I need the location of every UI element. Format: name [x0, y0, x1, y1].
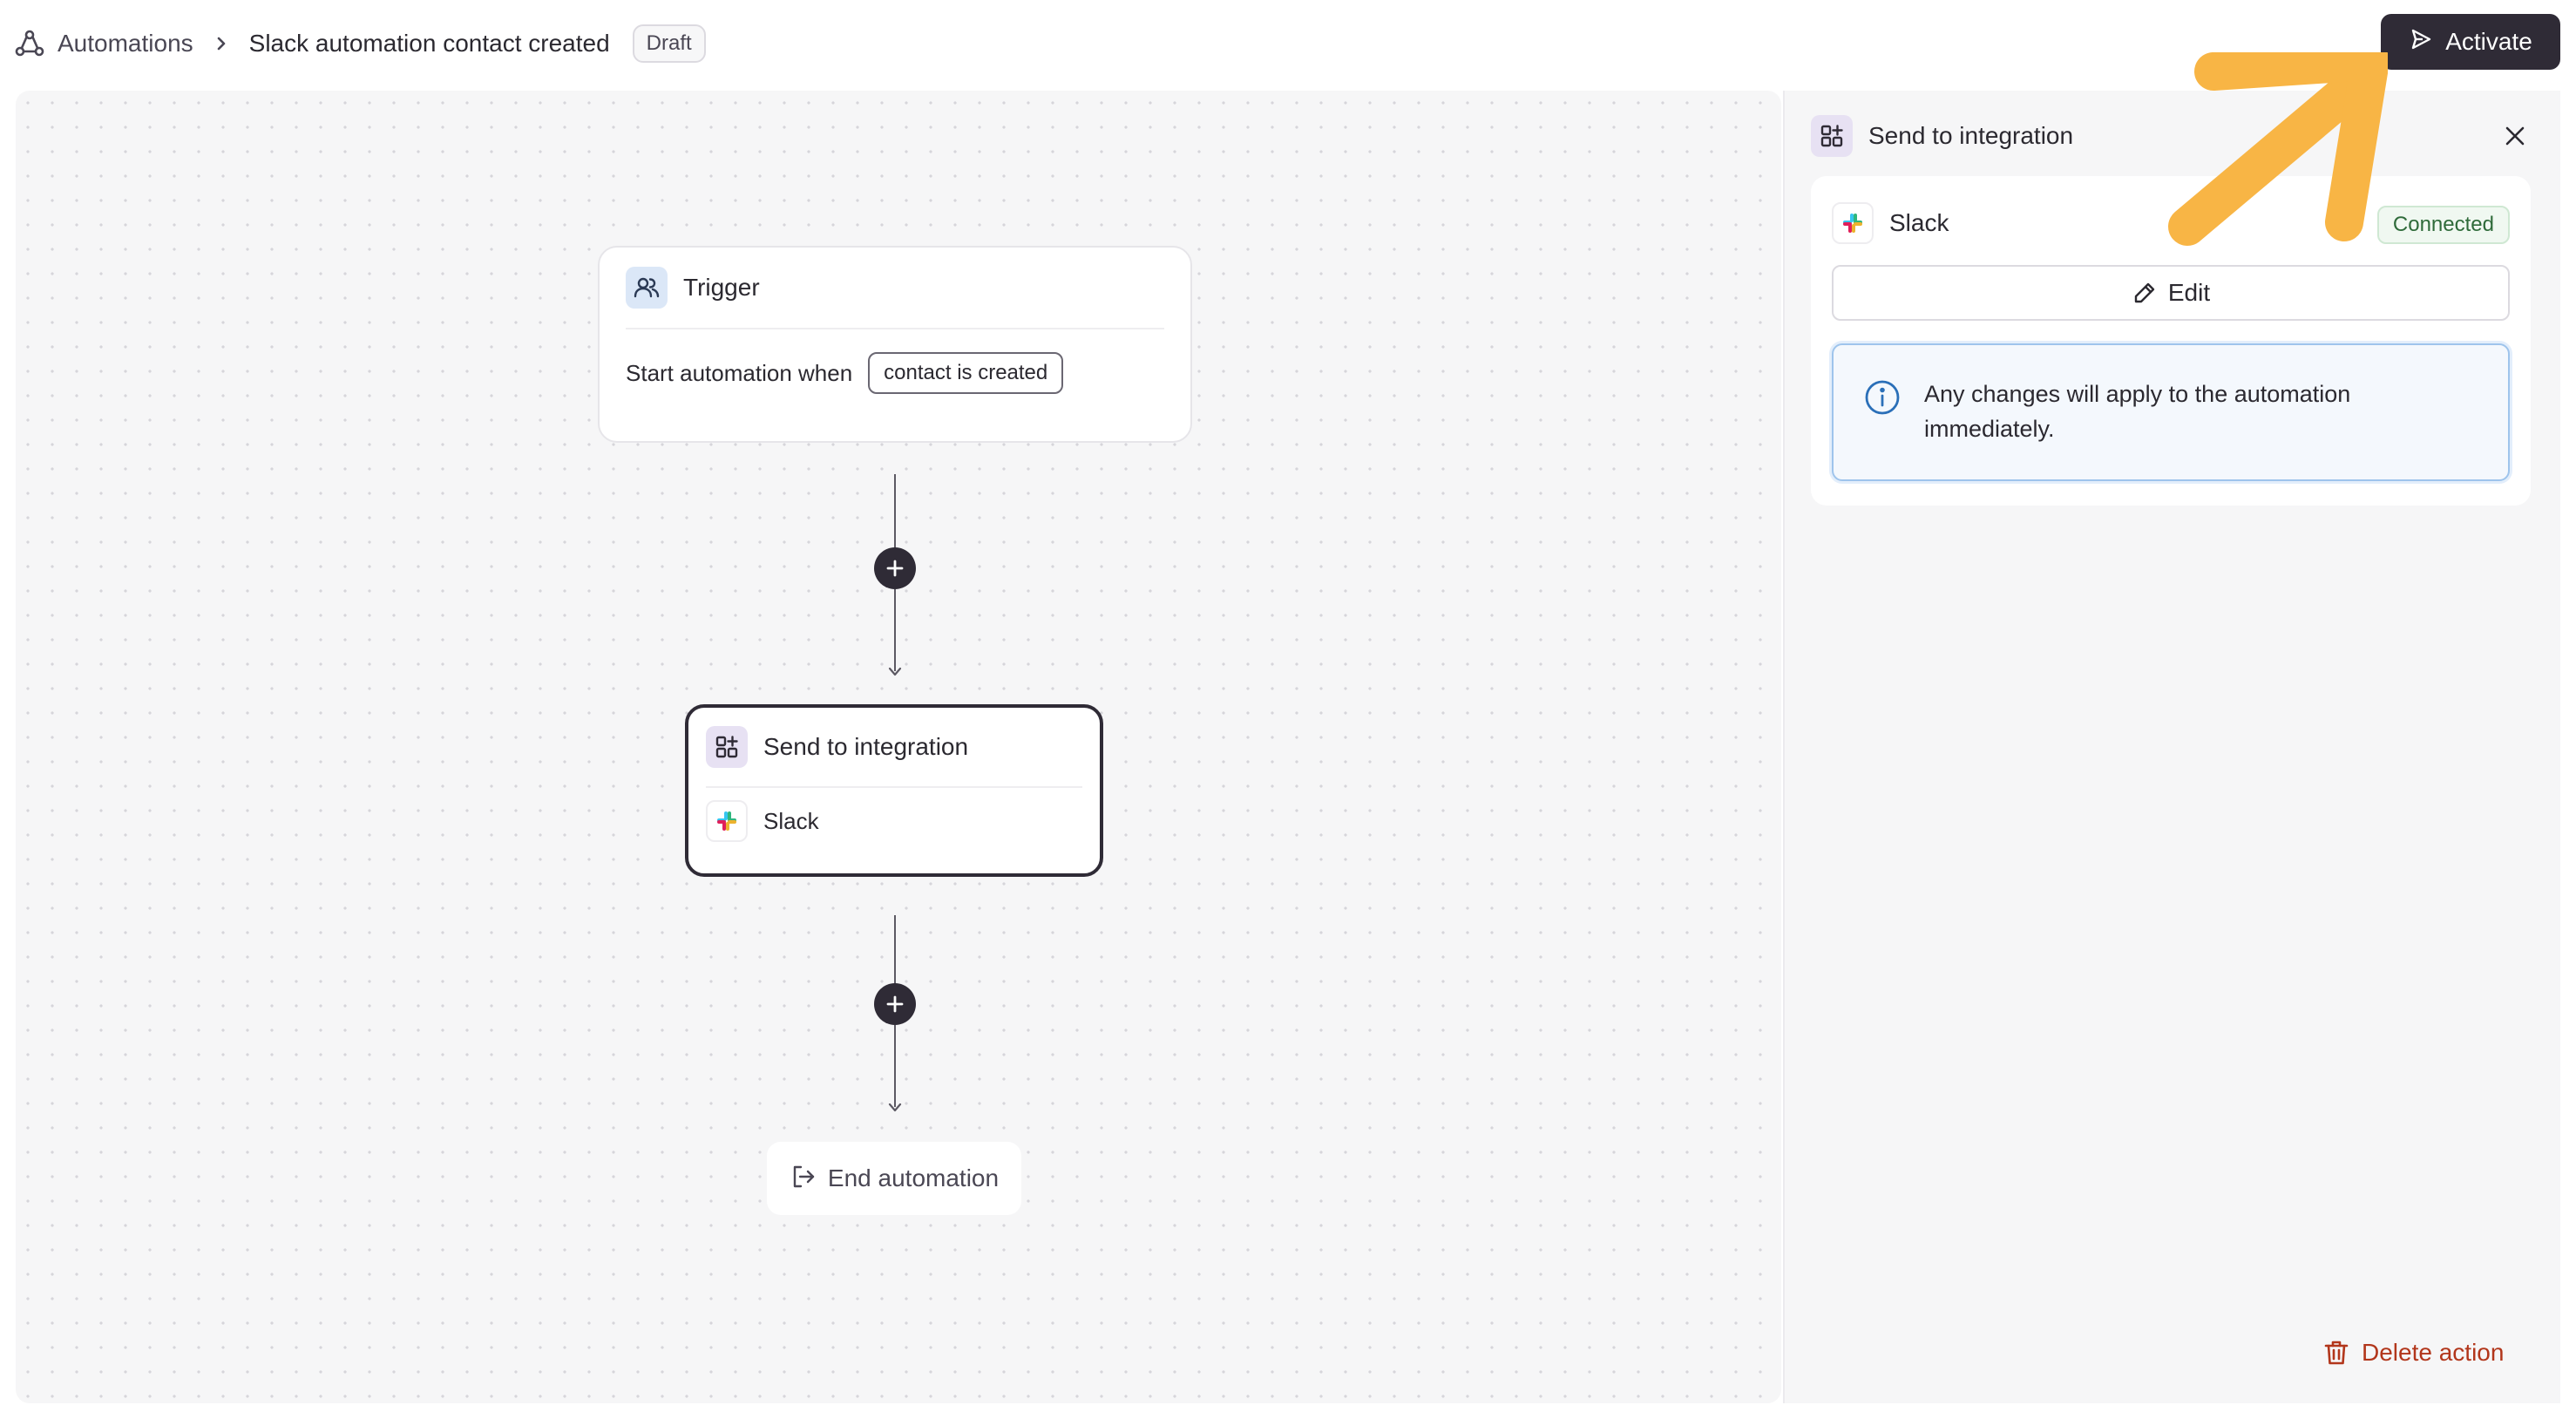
pencil-icon [2134, 282, 2155, 303]
page-title: Slack automation contact created [248, 30, 610, 57]
close-panel-button[interactable] [2496, 117, 2534, 155]
breadcrumb: Automations Slack automation contact cre… [14, 24, 706, 63]
add-step-button[interactable] [874, 983, 916, 1025]
trigger-condition: Start automation when contact is created [626, 352, 1164, 394]
delete-action-label: Delete action [2362, 1339, 2505, 1366]
automation-flow-icon [14, 28, 45, 59]
exit-icon [790, 1163, 817, 1195]
connector-line [894, 474, 896, 570]
connector-line [894, 1025, 896, 1107]
breadcrumb-automations-link[interactable]: Automations [58, 30, 193, 57]
action-title: Send to integration [763, 733, 969, 760]
trigger-node-header: Trigger [626, 248, 1164, 329]
integration-grid-icon [1811, 115, 1853, 157]
annotation-arrow [2168, 52, 2388, 246]
add-step-button[interactable] [874, 547, 916, 589]
end-automation-node[interactable]: End automation [767, 1142, 1021, 1215]
activate-label: Activate [2445, 28, 2532, 55]
chevron-right-icon [209, 31, 234, 56]
end-automation-label: End automation [827, 1164, 1000, 1191]
arrow-down-icon [888, 1103, 902, 1112]
send-icon [2409, 27, 2433, 58]
action-node-header: Send to integration [706, 708, 1082, 788]
send-to-integration-node[interactable]: Send to integration Slack [685, 704, 1103, 877]
plus-icon [886, 560, 904, 577]
integration-grid-icon [706, 726, 748, 768]
trash-icon [2324, 1341, 2349, 1365]
automation-canvas[interactable]: Trigger Start automation when contact is… [16, 91, 1781, 1403]
delete-action-button[interactable]: Delete action [2322, 1334, 2504, 1372]
action-integration: Slack [706, 800, 1082, 842]
status-badge: Draft [632, 24, 706, 63]
connector-line [894, 589, 896, 671]
info-message: Any changes will apply to the automation… [1924, 381, 2351, 442]
users-icon [626, 267, 668, 309]
close-icon [2505, 126, 2525, 146]
top-bar: Automations Slack automation contact cre… [0, 0, 2576, 87]
trigger-condition-pill[interactable]: contact is created [868, 352, 1064, 394]
action-integration-name: Slack [763, 807, 819, 834]
panel-header: Send to integration [1811, 112, 2534, 160]
slack-logo-icon [1832, 202, 1874, 244]
integration-name: Slack [1889, 209, 1949, 236]
info-callout: Any changes will apply to the automation… [1832, 343, 2510, 481]
edit-integration-button[interactable]: Edit [1832, 265, 2510, 321]
info-icon [1865, 380, 1900, 415]
connection-status-badge: Connected [2376, 206, 2510, 244]
integration-row: Slack Connected [1832, 199, 2510, 248]
panel-title: Send to integration [1868, 122, 2074, 149]
activate-button[interactable]: Activate [2381, 14, 2560, 70]
arrow-down-icon [888, 667, 902, 676]
trigger-title: Trigger [683, 274, 760, 301]
plus-icon [886, 995, 904, 1013]
slack-logo-icon [706, 800, 748, 842]
trigger-node[interactable]: Trigger Start automation when contact is… [598, 246, 1192, 443]
action-settings-panel: Send to integration Slack Connected Edit [1783, 91, 2560, 1403]
edit-label: Edit [2167, 279, 2211, 306]
connector-line [894, 915, 896, 999]
trigger-prefix-text: Start automation when [626, 359, 853, 386]
